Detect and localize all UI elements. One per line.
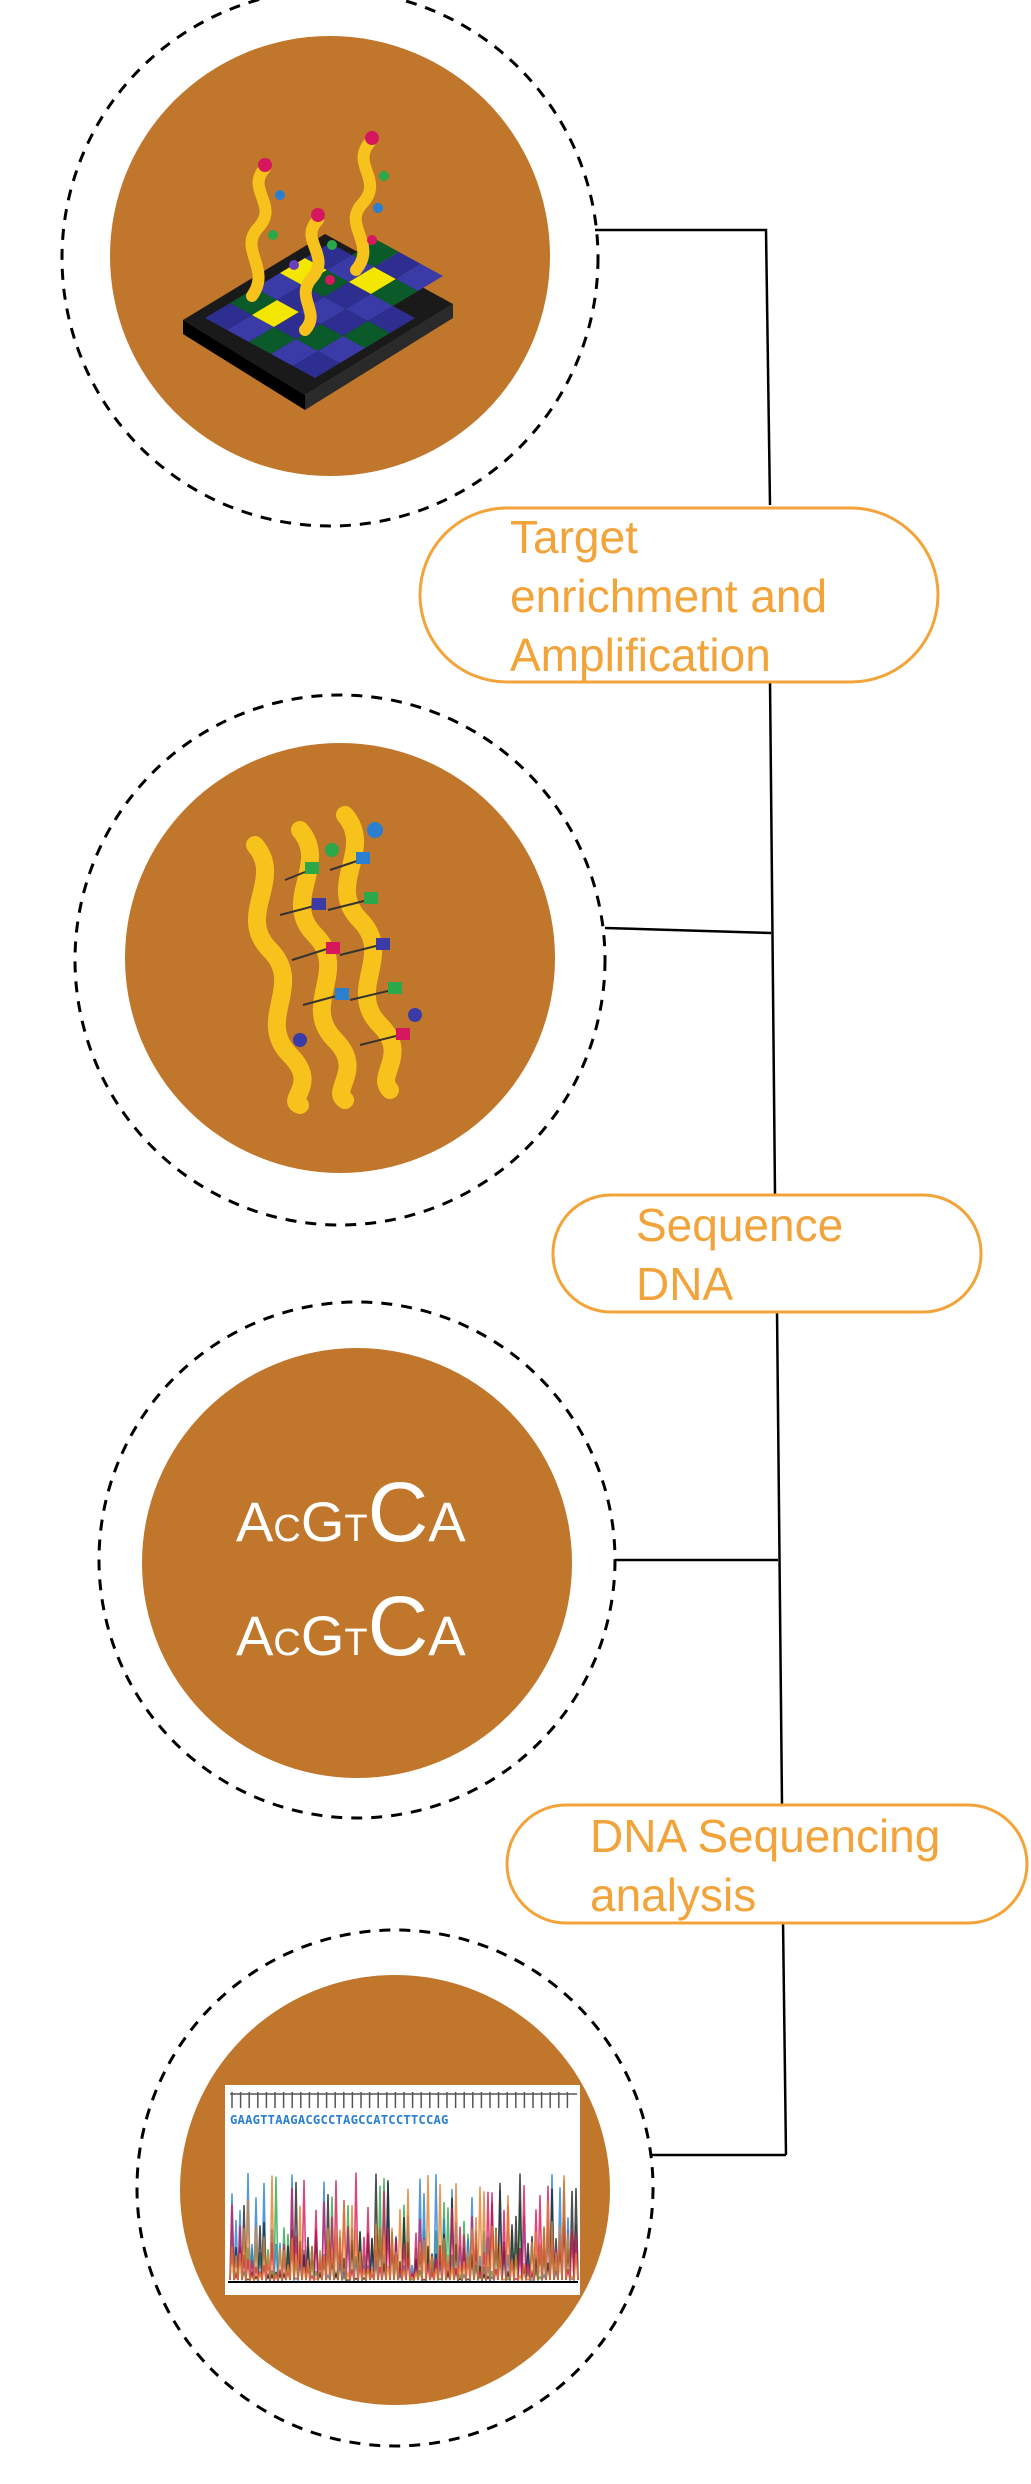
step-circle-2 (73, 693, 607, 1227)
step-1-label-line-3: Amplification (510, 629, 771, 681)
connector-trunk-3 (781, 1919, 788, 2156)
connectors (595, 228, 788, 2157)
connector-trunk-2 (775, 1309, 784, 1806)
dna-strands-icon (246, 806, 422, 1114)
sequence-letters-icon: ACGTCA ACGTCA (236, 1465, 466, 1673)
step-circle-3: ACGTCA ACGTCA (97, 1300, 617, 1820)
microarray-chip-icon (183, 131, 453, 410)
chromatogram-bases: GAAGTTAAGACGCCTAGCCATCCTTCCAG (230, 2113, 449, 2127)
step-3-label-line-2: analysis (590, 1869, 756, 1921)
step-circle-4: GAAGTTAAGACGCCTAGCCATCCTTCCAG (135, 1928, 655, 2448)
connector-trunk-1 (768, 679, 777, 1196)
step-3-label-line-1: DNA Sequencing (590, 1810, 940, 1862)
sequence-line-1: ACGTCA (236, 1465, 466, 1559)
step-label-pill-1: Target enrichment and Amplification (418, 506, 940, 684)
step-2-label-line-2: DNA (636, 1258, 733, 1310)
step-circle-1 (60, 0, 600, 528)
step-label-pill-3: DNA Sequencing analysis (505, 1803, 1029, 1925)
connector-line-1 (595, 228, 772, 506)
step-1-label-line-1: Target (510, 511, 638, 563)
sequence-line-2: ACGTCA (236, 1579, 466, 1673)
step-1-label-line-2: enrichment and (510, 570, 827, 622)
step-2-label-line-1: Sequence (636, 1199, 843, 1251)
connector-branch-2 (604, 926, 772, 935)
step-label-pill-2: Sequence DNA (551, 1193, 983, 1314)
chromatogram-icon: GAAGTTAAGACGCCTAGCCATCCTTCCAG (225, 2085, 580, 2295)
